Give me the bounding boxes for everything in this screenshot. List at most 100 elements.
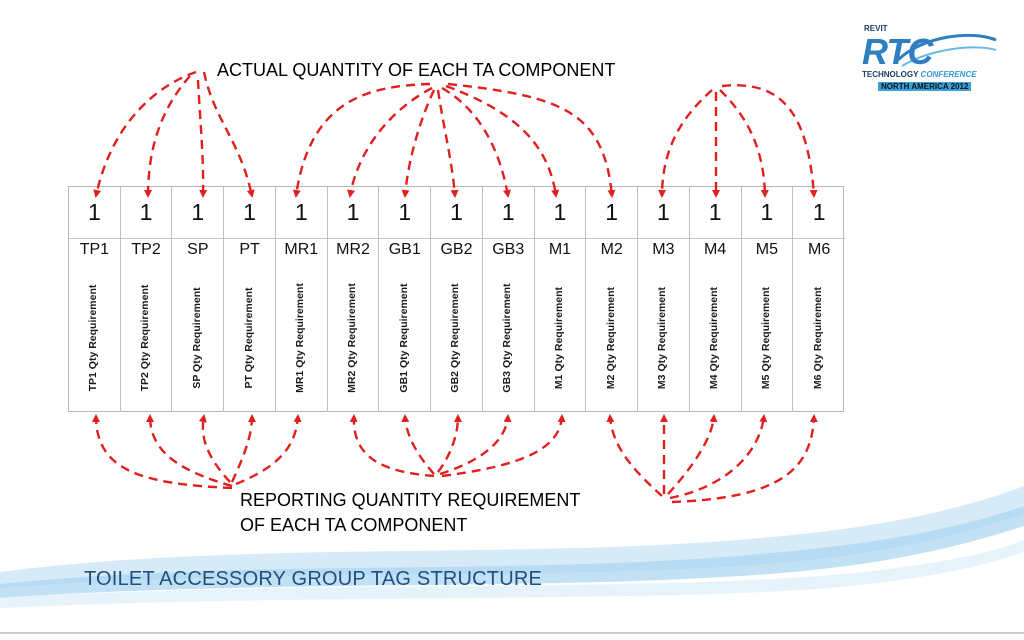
component-code: MR2 — [336, 241, 370, 258]
background-swoosh — [0, 486, 1024, 634]
qty-value: 1 — [275, 187, 327, 239]
component-code: GB1 — [388, 241, 421, 258]
arrow-top-pt — [202, 71, 255, 198]
requirement-label: MR2 Qty Requirement — [346, 283, 359, 393]
qty-value: 1 — [69, 187, 120, 239]
requirement-label: GB3 Qty Requirement — [501, 283, 514, 393]
arrow-top-sp — [196, 79, 208, 198]
requirement-cell: M3 Qty Requirement — [638, 267, 689, 409]
qty-value: 1 — [689, 187, 741, 239]
arrow-bottom-mr2 — [349, 414, 435, 478]
arrow-bottom-tp2 — [146, 414, 233, 488]
component-code: M2 — [600, 241, 623, 258]
arrow-top-m5 — [719, 89, 769, 198]
component-code: PT — [239, 241, 260, 258]
requirement-cell: SP Qty Requirement — [172, 267, 223, 409]
arrow-bottom-gb2 — [437, 414, 462, 473]
requirement-cell: PT Qty Requirement — [224, 267, 275, 409]
arrow-top-gb1 — [401, 89, 436, 198]
arrow-bottom-gb3 — [439, 414, 512, 476]
arrow-bottom-m1 — [441, 414, 566, 478]
qty-value: 1 — [586, 187, 638, 239]
logo-conference: CONFERENCE — [920, 70, 977, 79]
component-code: MR1 — [284, 241, 319, 258]
qty-value: 1 — [741, 187, 793, 239]
requirement-label: PT Qty Requirement — [242, 287, 255, 389]
arrow-top-gb3 — [441, 86, 511, 198]
qty-value: 1 — [482, 187, 534, 239]
requirement-label: M5 Qty Requirement — [759, 286, 772, 390]
requirement-label: M3 Qty Requirement — [656, 286, 669, 390]
arrow-top-tp2 — [144, 75, 191, 198]
component-code: GB3 — [492, 241, 525, 258]
arrow-top-m2 — [447, 82, 616, 198]
qty-value: 1 — [638, 187, 689, 239]
component-code: M5 — [755, 241, 778, 258]
qty-value: 1 — [379, 187, 431, 239]
requirement-cell: M5 Qty Requirement — [742, 267, 793, 409]
qty-value: 1 — [534, 187, 586, 239]
bottom-annotation: REPORTING QUANTITY REQUIREMENT OF EACH T… — [240, 488, 680, 538]
bottom-annotation-line1: REPORTING QUANTITY REQUIREMENT — [240, 490, 581, 510]
arrow-top-mr1 — [292, 82, 431, 198]
requirement-label: TP1 Qty Requirement — [87, 284, 100, 392]
arrow-top-mr2 — [347, 86, 433, 198]
component-code: GB2 — [440, 241, 473, 258]
requirement-cell: TP2 Qty Requirement — [121, 267, 172, 409]
requirement-label: TP2 Qty Requirement — [139, 284, 152, 392]
logo-revit-text: REVIT — [864, 24, 888, 33]
qty-value: 1 — [172, 187, 224, 239]
qty-value: 1 — [327, 187, 379, 239]
arrow-bottom-sp — [198, 414, 231, 483]
bottom-annotation-line2: OF EACH TA COMPONENT — [240, 515, 468, 535]
requirement-cell: GB1 Qty Requirement — [379, 267, 430, 409]
logo-tagline: TECHNOLOGY CONFERENCE — [862, 70, 977, 79]
top-annotation: ACTUAL QUANTITY OF EACH TA COMPONENT — [217, 60, 616, 80]
arrow-top-gb2 — [436, 89, 459, 198]
slide-title: TOILET ACCESSORY GROUP TAG STRUCTURE — [84, 568, 543, 590]
requirement-label: GB1 Qty Requirement — [397, 283, 410, 393]
requirement-cell: GB3 Qty Requirement — [483, 267, 534, 409]
rtc-logo: REVIT RTC TECHNOLOGY CONFERENCE NORTH AM… — [862, 24, 998, 96]
logo-technology: TECHNOLOGY — [862, 70, 919, 79]
arrow-top-tp1 — [93, 70, 197, 198]
arrow-bottom-mr1 — [235, 414, 302, 486]
requirement-cell: TP1 Qty Requirement — [69, 267, 120, 409]
component-code: SP — [187, 241, 209, 258]
arrow-bottom-gb1 — [401, 414, 435, 475]
logo-mark: RTC — [862, 31, 933, 72]
requirement-cell: MR2 Qty Requirement — [328, 267, 379, 409]
qty-value: 1 — [224, 187, 275, 239]
qty-value: 1 — [793, 187, 845, 239]
requirement-label: SP Qty Requirement — [190, 287, 203, 389]
requirement-label: MR1 Qty Requirement — [294, 283, 307, 393]
component-code: TP1 — [79, 241, 110, 258]
logo-swirl-icon — [896, 33, 997, 67]
qty-value: 1 — [431, 187, 482, 239]
arrow-bottom-pt — [230, 414, 256, 483]
component-code: M1 — [548, 241, 572, 258]
requirement-label: M2 Qty Requirement — [604, 286, 617, 390]
requirement-cell: M2 Qty Requirement — [586, 267, 637, 409]
qty-value: 1 — [120, 187, 172, 239]
arrow-top-m3 — [658, 89, 713, 198]
requirement-cell: GB2 Qty Requirement — [431, 267, 482, 409]
component-code: M3 — [652, 241, 675, 258]
component-code: TP2 — [131, 241, 161, 258]
requirement-cell: M6 Qty Requirement — [793, 267, 845, 409]
requirement-label: M1 Qty Requirement — [552, 286, 565, 390]
